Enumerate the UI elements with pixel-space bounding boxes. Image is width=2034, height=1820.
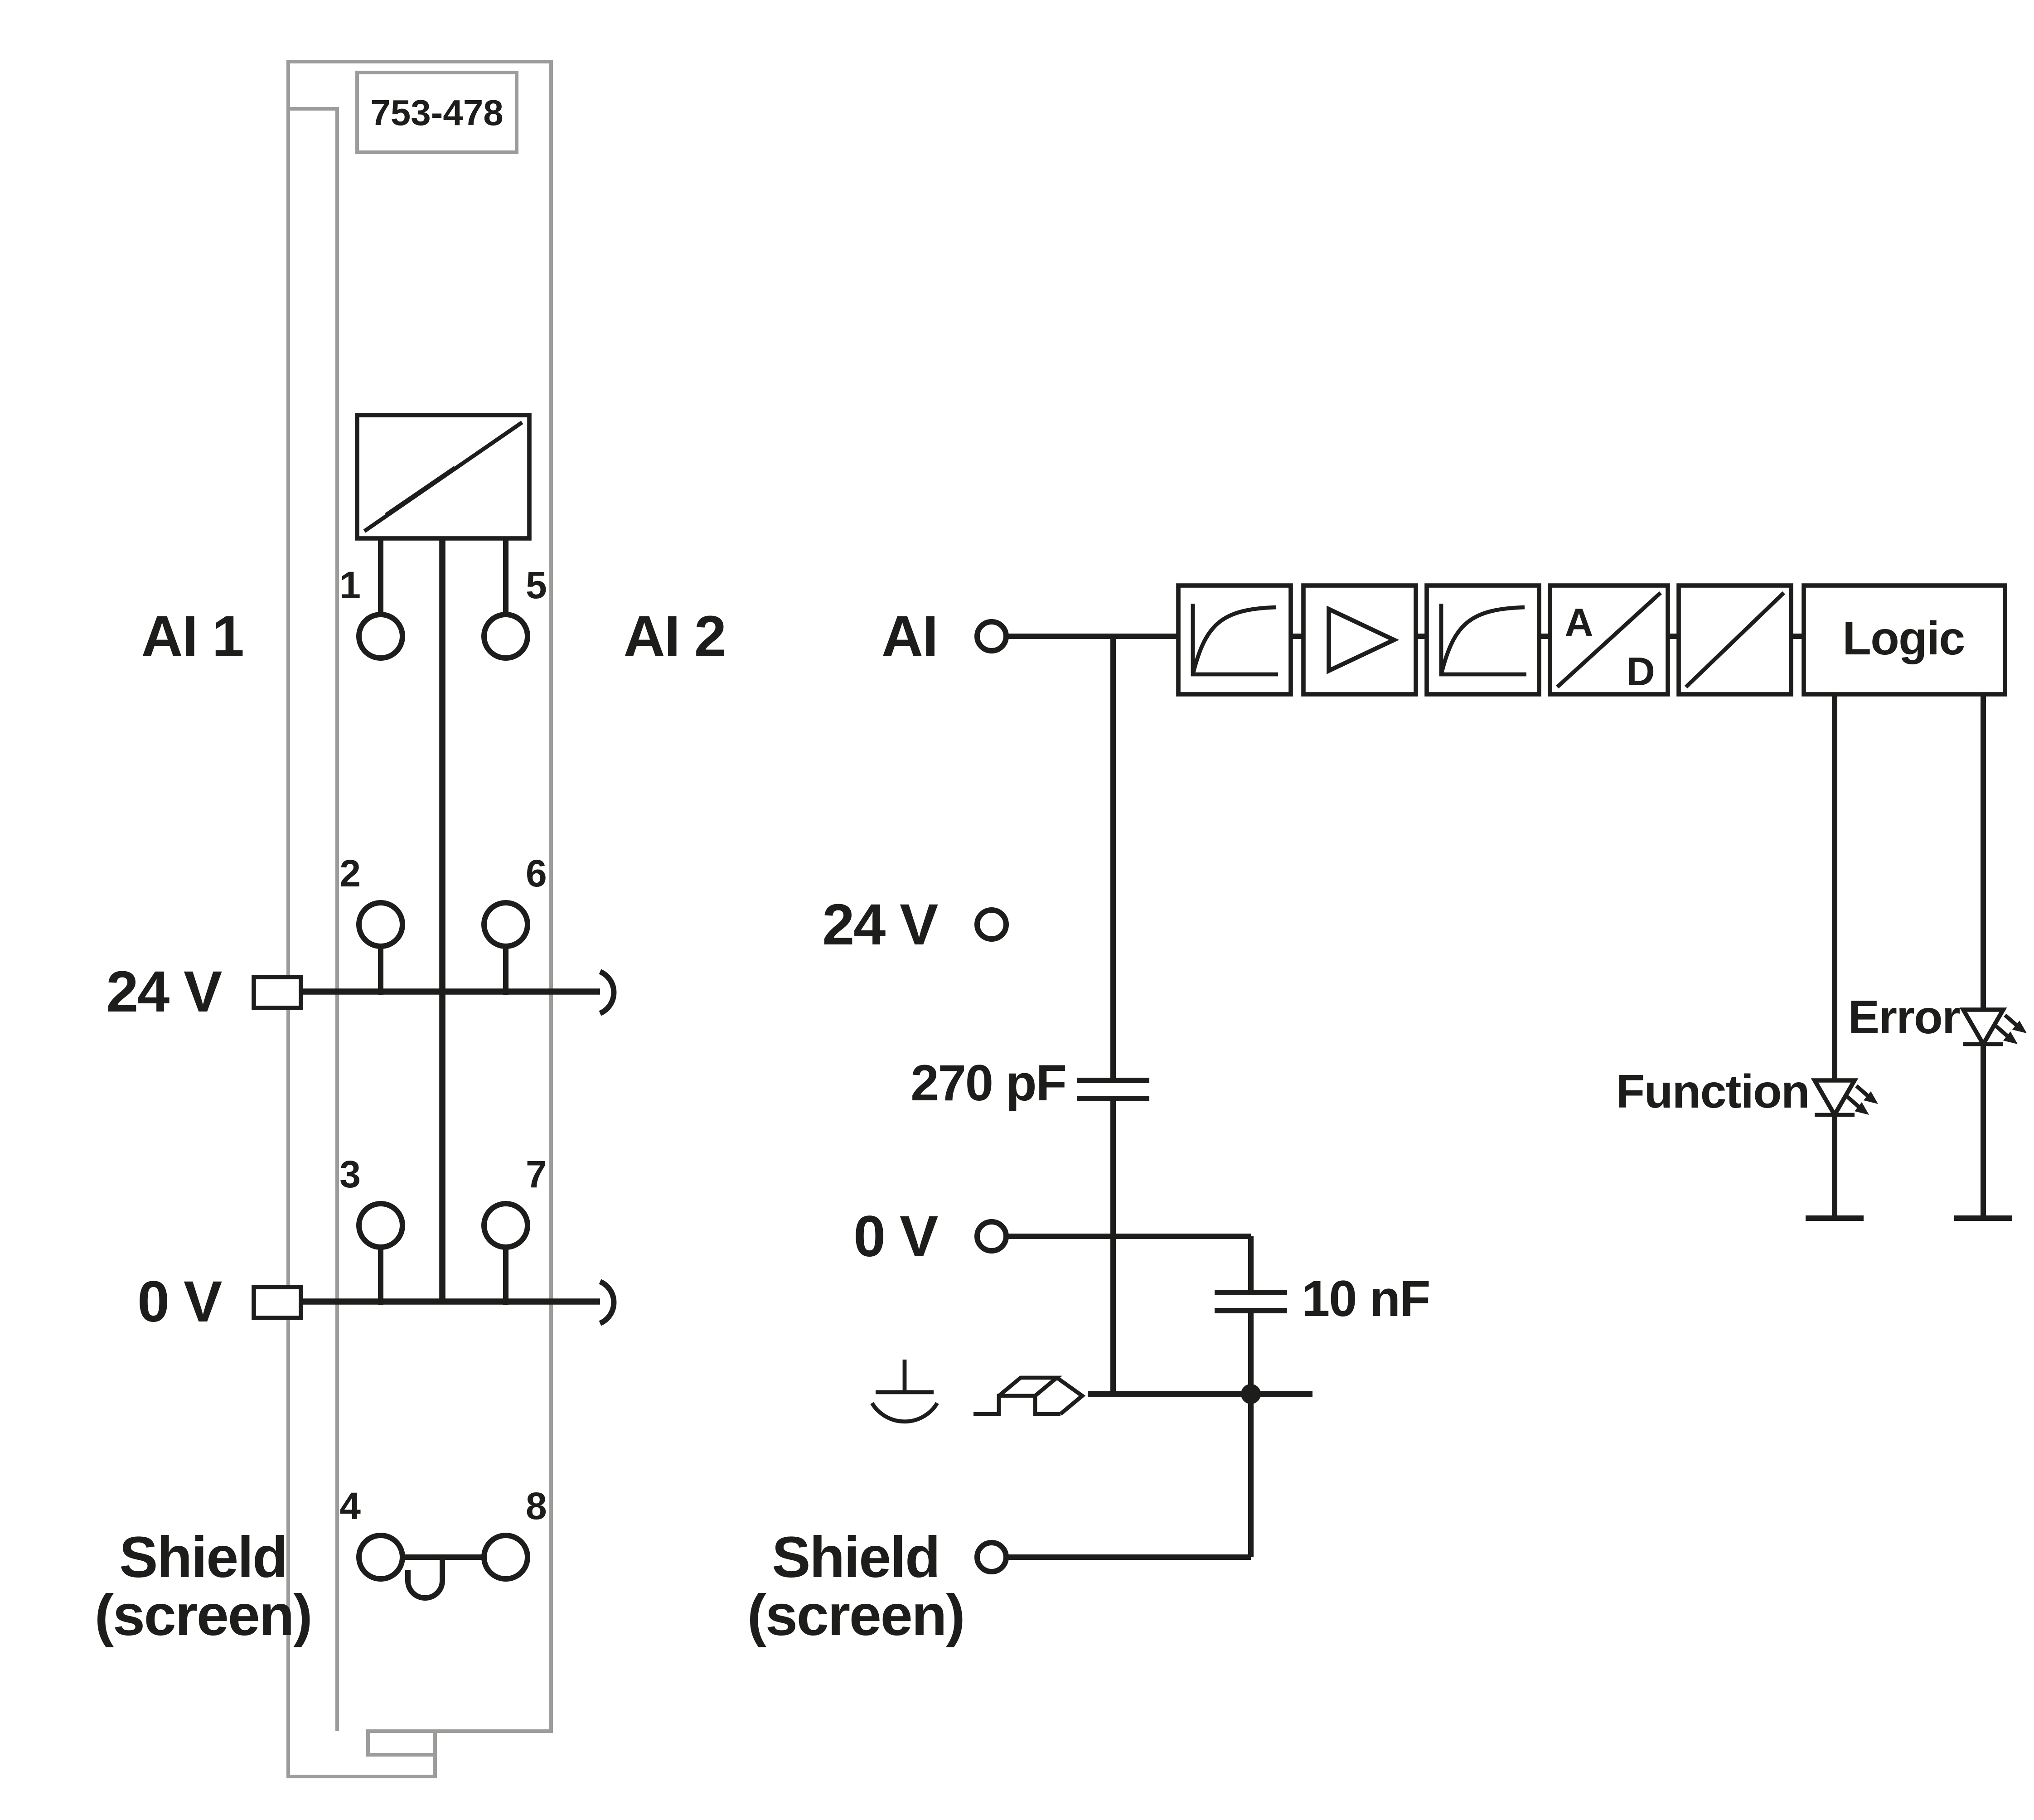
isolation-diagonal-icon-2 bbox=[385, 466, 456, 517]
adc-letter-d: D bbox=[1626, 649, 1655, 694]
logic-block-label: Logic bbox=[1842, 612, 1964, 665]
terminal-1-number: 1 bbox=[339, 564, 361, 606]
24v-bus-contact-hook-icon bbox=[599, 969, 617, 1016]
din-rail-top-face bbox=[998, 1375, 1063, 1398]
module-face-line bbox=[288, 107, 339, 1731]
terminal-6-number: 6 bbox=[526, 852, 547, 895]
terminal-2-number: 2 bbox=[339, 852, 361, 895]
module-shield-label-line1: Shield bbox=[119, 1525, 287, 1590]
shield-input-label-line1: Shield bbox=[772, 1525, 940, 1590]
terminal-7-number: 7 bbox=[526, 1153, 547, 1196]
input-capacitor-label: 270 pF bbox=[910, 1055, 1066, 1111]
din-rail-end-edge bbox=[1056, 1376, 1086, 1416]
ai-input-label: AI bbox=[881, 604, 937, 669]
earth-symbol-icon bbox=[870, 1360, 939, 1424]
din-rail-profile bbox=[973, 1394, 1061, 1416]
channel-2-label: AI 2 bbox=[623, 604, 725, 669]
part-number-label: 753-478 bbox=[370, 92, 504, 133]
terminal-8 bbox=[481, 1533, 530, 1582]
io-module-symbol: 753-478 1 5 2 6 3 7 bbox=[95, 60, 726, 1778]
function-led-triangle bbox=[1811, 1078, 1859, 1119]
filter-curve-icon-2 bbox=[1439, 605, 1525, 675]
24v-terminal bbox=[974, 907, 1009, 942]
0v-supply-label: 0 V bbox=[853, 1204, 938, 1269]
part-number-box bbox=[355, 71, 518, 154]
junction-dot bbox=[1241, 1384, 1261, 1404]
shield-jumper-hook-icon bbox=[405, 1557, 445, 1601]
shield-terminal bbox=[974, 1540, 1009, 1574]
function-led-ray-1-head bbox=[1855, 1102, 1869, 1115]
terminal-4-number: 4 bbox=[339, 1485, 361, 1527]
0v-bus-contact-hook-icon bbox=[599, 1279, 617, 1326]
earth-arc bbox=[870, 1402, 939, 1424]
filter-curve-icon-1 bbox=[1191, 605, 1277, 675]
module-foot-slot bbox=[366, 1729, 437, 1757]
isolation-block-diagonal-icon bbox=[1684, 591, 1786, 689]
error-led-icon bbox=[1959, 1007, 2027, 1049]
module-shield-label-line2: (screen) bbox=[95, 1583, 312, 1648]
error-led-label: Error bbox=[1848, 991, 1960, 1044]
module-24v-label: 24 V bbox=[106, 959, 222, 1024]
terminal-8-number: 8 bbox=[526, 1485, 547, 1527]
terminal-3 bbox=[356, 1201, 405, 1250]
24v-connector-flag-icon bbox=[252, 975, 303, 1010]
shield-input-label-line2: (screen) bbox=[747, 1583, 964, 1648]
shield-capacitor-label: 10 nF bbox=[1302, 1270, 1430, 1327]
ai-terminal bbox=[974, 619, 1009, 653]
0v-terminal bbox=[974, 1219, 1009, 1254]
input-capacitor: 270 pF bbox=[910, 1055, 1149, 1111]
terminal-1 bbox=[356, 612, 405, 661]
terminal-5-number: 5 bbox=[526, 564, 547, 606]
module-0v-label: 0 V bbox=[137, 1269, 222, 1334]
function-led-ray-2-head bbox=[1864, 1091, 1878, 1104]
error-led-ray-1-head bbox=[2003, 1031, 2018, 1044]
0v-connector-flag-icon bbox=[252, 1285, 303, 1320]
function-led-icon bbox=[1811, 1078, 1878, 1119]
adc-letter-a: A bbox=[1564, 600, 1593, 645]
internal-circuit-diagram: 270 pF 10 nF A D Logic bbox=[747, 583, 2027, 1648]
input-filter-block bbox=[1176, 583, 1293, 697]
terminal-4 bbox=[356, 1533, 405, 1582]
24v-supply-label: 24 V bbox=[822, 892, 938, 957]
function-led-label: Function bbox=[1616, 1065, 1809, 1118]
terminal-5 bbox=[481, 612, 530, 661]
shield-capacitor: 10 nF bbox=[1215, 1236, 1431, 1394]
terminal-3-number: 3 bbox=[339, 1153, 361, 1196]
din-rail-icon bbox=[973, 1375, 1086, 1416]
error-led-ray-2-head bbox=[2012, 1021, 2027, 1033]
error-led-triangle bbox=[1959, 1007, 2007, 1049]
channel-1-label: AI 1 bbox=[141, 604, 243, 669]
terminal-7 bbox=[481, 1201, 530, 1250]
logic-block bbox=[1802, 583, 2007, 697]
adc-diagonal-icon bbox=[1556, 591, 1662, 689]
filter-block-2 bbox=[1424, 583, 1541, 697]
terminal-6 bbox=[481, 900, 530, 949]
amplifier-triangle-icon bbox=[1327, 605, 1400, 674]
terminal-2 bbox=[356, 900, 405, 949]
